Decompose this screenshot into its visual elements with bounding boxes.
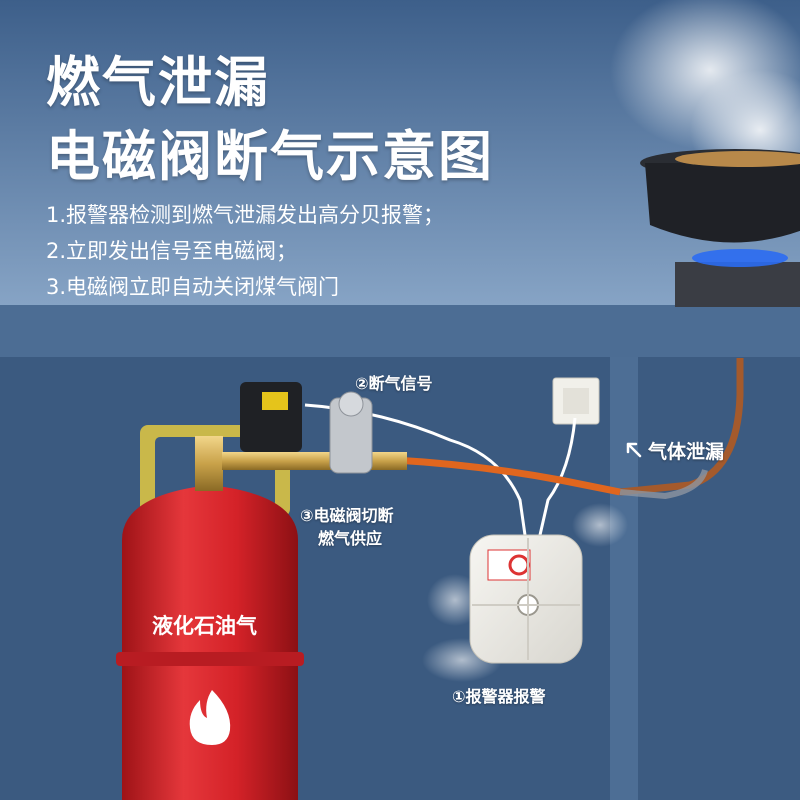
label-gas-leak: 气体泄漏 <box>648 441 725 463</box>
step-item: 2.立即发出信号至电磁阀； <box>46 239 298 263</box>
leak-steam <box>572 503 628 547</box>
alarm-logo <box>508 554 530 576</box>
leak-steam <box>427 574 483 626</box>
flame-icon <box>189 690 231 745</box>
gas-pipe-grey <box>619 469 708 500</box>
tank-band <box>116 652 304 666</box>
power-cable <box>538 417 577 536</box>
step-item: 1.报警器检测到燃气泄漏发出高分贝报警； <box>46 203 445 227</box>
cabinet-divider <box>610 357 638 800</box>
label-valve-cut-line2: 燃气供应 <box>318 529 383 548</box>
socket-face <box>563 388 589 414</box>
valve-pipe <box>222 452 407 470</box>
gas-hose <box>394 456 621 496</box>
label-alarm: ①报警器报警 <box>452 687 546 706</box>
pot-food <box>675 151 800 167</box>
tank-label: 液化石油气 <box>152 614 257 638</box>
cabinet-right <box>638 357 800 800</box>
page-title: 燃气泄漏 <box>46 51 270 114</box>
counter-top <box>0 305 800 357</box>
page-subtitle: 电磁阀断气示意图 <box>46 125 494 188</box>
stove-base <box>675 262 800 307</box>
gas-tank <box>122 485 298 800</box>
label-cutoff-signal: ②断气信号 <box>355 374 433 393</box>
burner-flame <box>692 249 788 267</box>
step-item: 3.电磁阀立即自动关闭煤气阀门 <box>46 275 340 299</box>
cooking-pot <box>645 163 800 243</box>
steps-list: 1.报警器检测到燃气泄漏发出高分贝报警； 2.立即发出信号至电磁阀； 3.电磁阀… <box>46 197 444 305</box>
solenoid-warning-label <box>262 392 288 410</box>
label-valve-cut-line1: ③电磁阀切断 <box>300 506 394 525</box>
arrow-up-left-icon <box>626 442 642 458</box>
tank-valve <box>195 436 223 491</box>
regulator-top <box>338 391 364 417</box>
